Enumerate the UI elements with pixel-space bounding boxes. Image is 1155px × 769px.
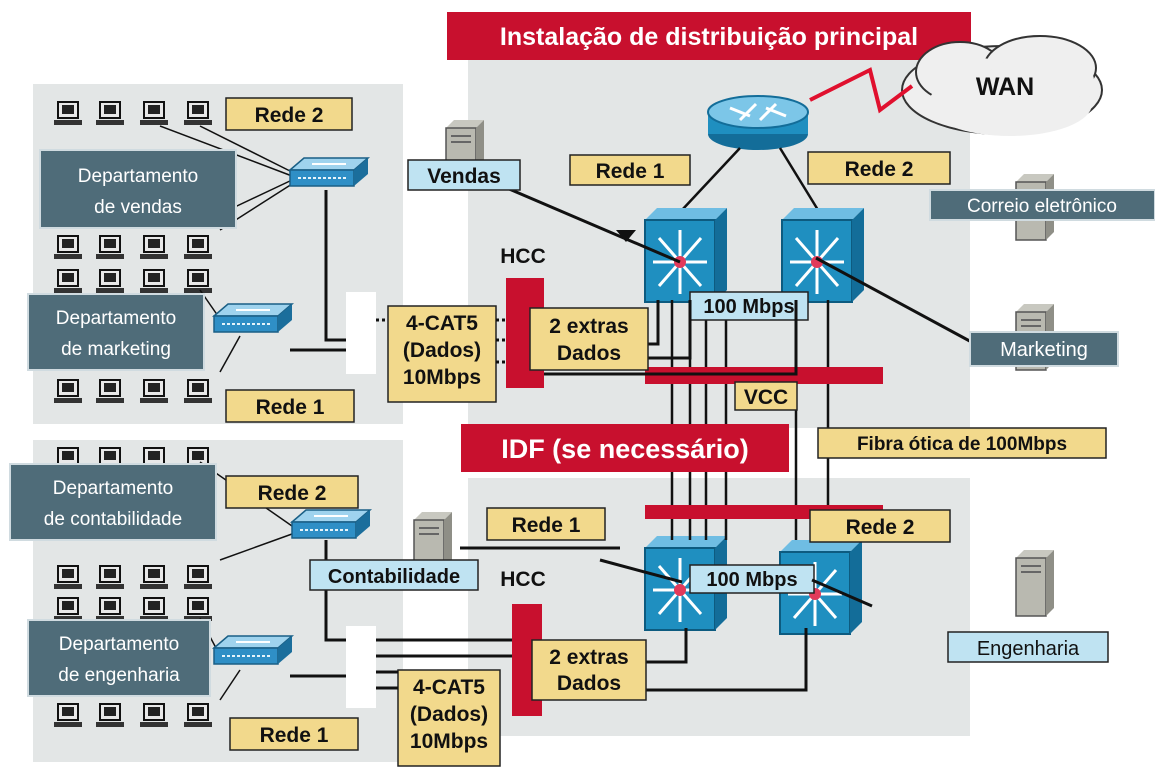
- rede2-box-vendas: [225, 97, 353, 131]
- rede1-label-engenharia: Rede 1: [260, 724, 329, 747]
- cat5-lower-line1: 4-CAT5: [413, 676, 485, 699]
- link-router-switch1: [681, 147, 741, 211]
- cat5-box-lower: [397, 669, 501, 767]
- extras-lower-line1: 2 extras: [549, 646, 628, 669]
- speed-box-idf: [689, 564, 815, 594]
- server-contabilidade-label: Contabilidade: [328, 566, 460, 588]
- server-marketing-label: Marketing: [1000, 339, 1088, 361]
- cat5-box-upper: [387, 305, 497, 403]
- dept-vendas-box: [39, 149, 237, 229]
- patch-panel-lower: [346, 626, 376, 708]
- idf-banner: [461, 424, 789, 472]
- mdf-switch-2-icon: [780, 206, 866, 304]
- rede1-box-engenharia: [229, 717, 359, 751]
- cat5-upper-line3: 10Mbps: [403, 366, 481, 389]
- switch-vendas-icon: [289, 157, 369, 187]
- dept-contabilidade-line2: de contabilidade: [44, 509, 182, 530]
- rede1-box-idf: [486, 507, 606, 541]
- server-engenharia-icon: [1015, 549, 1055, 617]
- dept-vendas-line1: Departamento: [78, 166, 198, 187]
- server-marketing-box: [969, 331, 1119, 367]
- cat5-upper-line2: (Dados): [403, 339, 481, 362]
- fiber-links: [670, 300, 830, 540]
- hcc-label-upper: HCC: [500, 245, 546, 268]
- rede1-box-mdf: [569, 154, 691, 186]
- cat5-upper-line1: 4-CAT5: [406, 312, 478, 335]
- rede2-label-vendas: Rede 2: [255, 104, 324, 127]
- dept-engenharia-box: [27, 619, 211, 697]
- idf-label: IDF (se necessário): [501, 434, 749, 464]
- server-correio-label: Correio eletrônico: [967, 196, 1117, 217]
- rede2-label-mdf: Rede 2: [845, 158, 914, 181]
- speed-box-mdf: [689, 291, 809, 321]
- extras-box-lower: [531, 639, 647, 701]
- switch-contabilidade-icon: [291, 509, 371, 539]
- patch-panel-upper: [346, 292, 376, 374]
- rede2-box-mdf: [807, 151, 951, 185]
- dept-marketing-line1: Departamento: [56, 308, 176, 329]
- rede2-label-contabilidade: Rede 2: [258, 482, 327, 505]
- dept-marketing-box: [27, 293, 205, 371]
- server-engenharia-box: [947, 631, 1109, 663]
- server-correio-box: [929, 189, 1155, 221]
- cat5-upper-wires: [290, 190, 506, 364]
- wan-link: [809, 67, 914, 114]
- switch-engenharia-icon: [213, 635, 293, 665]
- dept-engenharia-line1: Departamento: [59, 634, 179, 655]
- page-title: Instalação de distribuição principal: [500, 23, 918, 51]
- dept-vendas-line2: de vendas: [94, 197, 182, 218]
- server-arrows: [460, 178, 991, 608]
- vcc-box: [734, 381, 798, 411]
- switch-marketing-icon: [213, 303, 293, 333]
- dept-contabilidade-line1: Departamento: [53, 478, 173, 499]
- fiber-label: Fibra ótica de 100Mbps: [857, 434, 1067, 455]
- server-vendas-box: [407, 159, 521, 191]
- extras-lower-line2: Dados: [557, 672, 621, 695]
- dept-contabilidade-box: [9, 463, 217, 541]
- rede1-label-mdf: Rede 1: [596, 160, 665, 183]
- cat5-lower-line3: 10Mbps: [410, 730, 488, 753]
- hcc-label-lower: HCC: [500, 568, 546, 591]
- vcc-label: VCC: [744, 386, 788, 409]
- fiber-box: [817, 427, 1107, 459]
- rede2-label-idf: Rede 2: [846, 516, 915, 539]
- rede1-label-idf: Rede 1: [512, 514, 581, 537]
- server-engenharia-label: Engenharia: [977, 638, 1080, 660]
- link-router-switch2: [778, 147, 820, 211]
- rede2-box-contabilidade: [225, 475, 359, 509]
- title-banner: [447, 12, 971, 60]
- server-contabilidade-box: [309, 559, 479, 591]
- router-icon: [707, 95, 809, 150]
- extras-upper-line2: Dados: [557, 342, 621, 365]
- extras-box-upper: [529, 307, 649, 371]
- mdf-switch-1-icon: [643, 206, 729, 304]
- speed-label-mdf: 100 Mbps: [703, 296, 794, 318]
- extras-upper-line1: 2 extras: [549, 315, 628, 338]
- server-vendas-label: Vendas: [427, 165, 501, 188]
- dept-marketing-line2: de marketing: [61, 339, 171, 360]
- rede2-box-idf: [809, 509, 951, 543]
- wan-cloud-icon: [901, 35, 1103, 136]
- rede1-label-marketing: Rede 1: [256, 396, 325, 419]
- rede1-box-marketing: [225, 389, 355, 423]
- wan-label: WAN: [976, 73, 1034, 101]
- cat5-lower-line2: (Dados): [410, 703, 488, 726]
- dept-engenharia-line2: de engenharia: [58, 665, 180, 686]
- speed-label-idf: 100 Mbps: [706, 569, 797, 591]
